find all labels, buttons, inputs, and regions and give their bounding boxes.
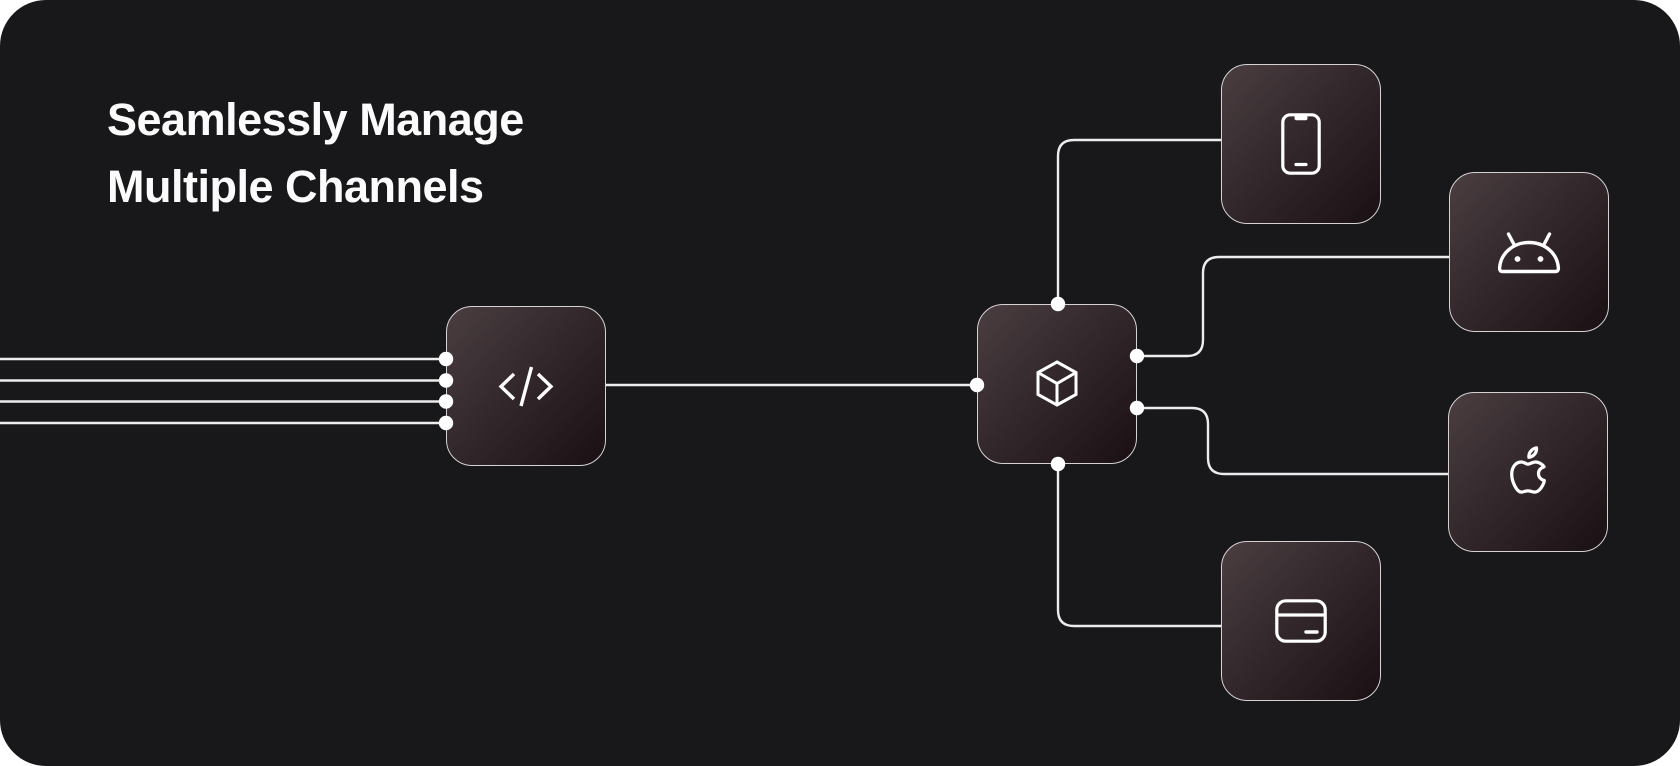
- title-line-2: Multiple Channels: [107, 161, 484, 212]
- wire-hub-to-phone: [1056, 138, 1221, 304]
- node-mobile-channel: [1221, 64, 1381, 224]
- credit-card-icon: [1275, 599, 1327, 643]
- package-cube-icon: [1036, 360, 1078, 407]
- smartphone-icon: [1281, 113, 1321, 175]
- node-payment-card-channel: [1221, 541, 1381, 701]
- wire-hub-to-card: [1056, 464, 1221, 628]
- apple-icon: [1510, 446, 1546, 494]
- node-hub: [977, 304, 1137, 464]
- title-line-1: Seamlessly Manage: [107, 94, 524, 145]
- wire-hub-to-apple: [1137, 406, 1448, 476]
- android-icon: [1497, 231, 1561, 273]
- node-android-channel: [1449, 172, 1609, 332]
- code-icon: [498, 366, 554, 406]
- wire-hub-to-android: [1137, 255, 1449, 358]
- node-code-source: [446, 306, 606, 466]
- node-apple-channel: [1448, 392, 1608, 552]
